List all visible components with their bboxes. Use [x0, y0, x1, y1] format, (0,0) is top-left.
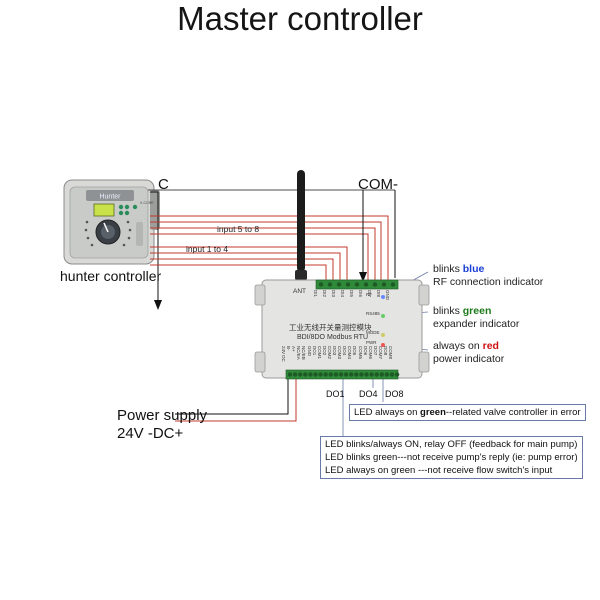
hunter-lcd-screen [93, 203, 115, 217]
do1-note-line: LED blinks green---not receive pump's re… [325, 452, 578, 463]
terminal-screw [364, 372, 369, 377]
pin-label: GND [306, 346, 312, 356]
pin-label: COM5 [357, 346, 363, 360]
do1-note-box: LED blinks/always ON, relay OFF (feedbac… [320, 436, 583, 479]
board-chinese-label: 工业无线开关量测控模块 [289, 323, 372, 332]
terminal-screw [372, 282, 378, 287]
pwr-led [381, 343, 385, 347]
terminal-screw [336, 282, 342, 287]
right-pin-label: MODE [366, 330, 380, 335]
terminal-screw [318, 372, 323, 377]
pin-label: COM8 [388, 346, 394, 360]
pin-label: DO1 [311, 346, 317, 356]
do4-label: DO4 [359, 389, 378, 399]
rf-indicator-color: blue [462, 263, 485, 275]
pin-label: DI6 [358, 290, 363, 298]
right-pin-label: RF [366, 292, 372, 297]
antenna-icon [295, 170, 307, 280]
power-voltage-label: 24V -DC+ [117, 425, 184, 442]
hunter-controller-unit: Hunter X-CORE [63, 179, 160, 265]
terminal-screw [343, 372, 349, 377]
hunter-controller-label: hunter controller [60, 268, 162, 284]
terminal-screw [327, 282, 333, 287]
c-label: C [158, 176, 169, 193]
page-title: Master controller [177, 0, 423, 37]
terminal-screw [394, 372, 400, 377]
terminal-screw [308, 372, 313, 377]
pin-label: DI1 [313, 290, 318, 298]
mode-led [381, 333, 385, 337]
wires [148, 189, 429, 469]
do1-note-line: LED blinks/always ON, relay OFF (feedbac… [325, 439, 578, 450]
terminal-screw [333, 372, 339, 377]
terminal-screw [363, 282, 369, 287]
input-1-4-label: input 1 to 4 [186, 244, 229, 254]
pin-label: GND [385, 290, 390, 300]
expander-indicator-desc: blinks green expander indicator [433, 305, 520, 330]
terminal-screw [313, 372, 318, 377]
expander-indicator-color: green [462, 305, 492, 317]
c-arrow-icon [154, 300, 162, 310]
rf-led [381, 295, 385, 299]
terminal-screw [345, 282, 351, 287]
terminal-screw [374, 372, 379, 377]
board-model-label: BDI/8DO Modbus RTU [297, 334, 369, 341]
terminal-screw [384, 372, 390, 377]
terminal-screw [349, 372, 354, 377]
pin-label: COM6 [367, 346, 373, 360]
do1-label: DO1 [326, 389, 345, 399]
power-indicator-color: red [482, 340, 499, 352]
pin-label: NC/EB [301, 346, 307, 360]
terminal-screws [287, 282, 400, 377]
rf-indicator-desc: blinks blue RF connection indicator [433, 263, 544, 288]
input-5-8-label: input 5 to 8 [217, 224, 260, 234]
hunter-brand-logo: Hunter [99, 194, 121, 201]
pin-label: DI3 [331, 290, 336, 298]
do1-note-line: LED always on green ---not receive flow … [325, 465, 553, 476]
pin-label: DI4 [340, 290, 345, 298]
terminal-screw [318, 282, 324, 287]
terminal-screw [389, 372, 395, 377]
terminal-screw [298, 372, 303, 377]
ant-label: ANT [293, 288, 306, 295]
com-label: COM- [358, 176, 398, 193]
right-pin-label: PWR [366, 340, 377, 345]
terminal-screw [303, 372, 308, 377]
power-supply-label: Power supply [117, 407, 208, 424]
terminal-screw [379, 372, 384, 377]
terminal-screw [287, 372, 293, 377]
terminal-screw [390, 282, 396, 287]
terminal-screw [359, 372, 364, 377]
terminal-screw [354, 282, 360, 287]
terminal-screw [323, 372, 328, 377]
pin-label: COM1 [316, 346, 322, 360]
rs485-led [381, 314, 385, 318]
pin-label: DI2 [322, 290, 327, 298]
pin-label: DO6 [362, 346, 368, 356]
power-indicator-desc: always on red power indicator [433, 340, 505, 365]
pin-label: DO5 [352, 346, 358, 356]
pin-label: DI5 [349, 290, 354, 298]
do8-note-box: LED always on green--related valve contr… [349, 404, 586, 421]
hunter-model-label: X-CORE [140, 201, 154, 205]
pin-label: DI8 [376, 290, 381, 298]
terminal-screw [369, 372, 374, 377]
terminal-screw [381, 282, 387, 287]
right-pin-label: RS485 [366, 311, 380, 316]
terminal-screw [354, 372, 359, 377]
terminal-screw [292, 372, 298, 377]
terminal-screw [328, 372, 333, 377]
do8-label: DO8 [385, 389, 404, 399]
terminal-screw [338, 372, 344, 377]
